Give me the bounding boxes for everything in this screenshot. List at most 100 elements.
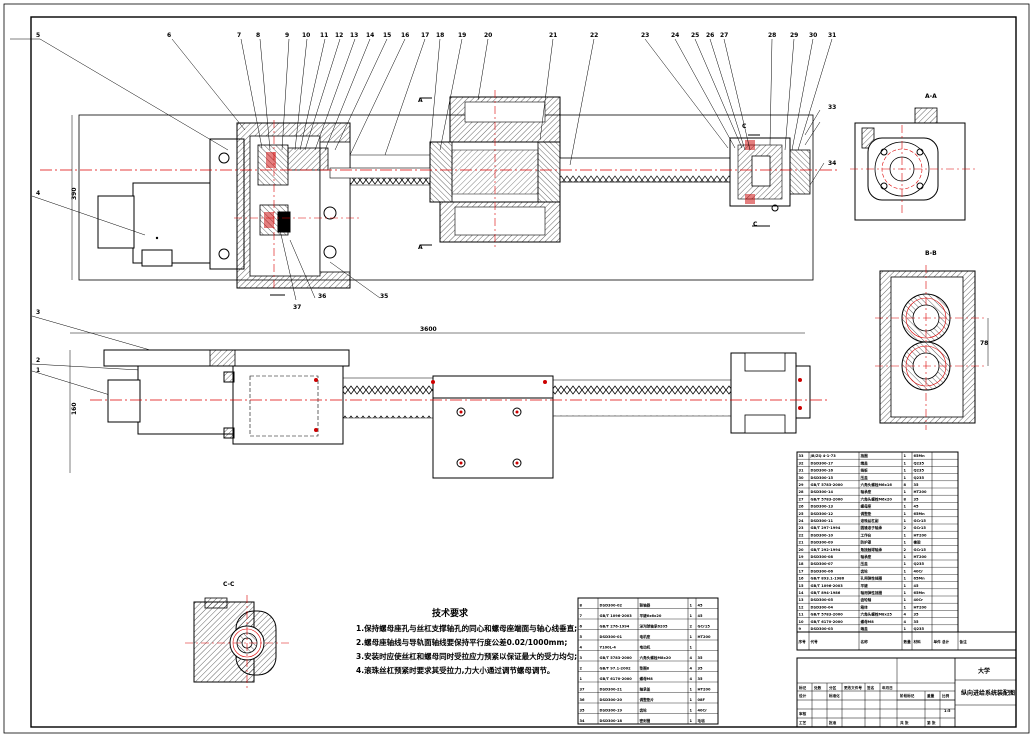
callout-27: 27 [720,32,728,39]
bom-cell: 4 [690,656,693,660]
bom-cell: 1 [904,490,907,494]
bom-cell: 毛毡 [698,718,706,723]
bom-header-cell: 名称 [861,639,869,644]
bom-cell: Q235 [914,562,925,566]
bom-cell: GCr15 [914,526,927,530]
bom-cell: 4 [580,646,583,650]
dim-height-top: 390 [71,187,78,200]
bom-cell: DSD300-07 [811,562,834,566]
bom-header-cell: 数量 [903,639,912,644]
bom-cell: GB/T 894-1986 [811,591,841,595]
bom-cell: 1 [690,709,693,713]
bom-cell: 角接触球轴承 [861,547,883,552]
bom-cell: 齿轮轴 [861,597,872,602]
bom-cell: GB/T 5783-2000 [600,656,633,660]
section-aa-title: A-A [925,93,937,100]
section-mark-c-bottom: C [753,221,758,228]
bom-cell: DSD300-18 [600,719,623,723]
section-cc-title: C-C [223,581,235,588]
bom-cell: DSD300-04 [811,605,834,609]
bom-cell: 23 [799,526,805,530]
callout-13: 13 [350,32,358,39]
bom-cell: 六角头螺栓M8x20 [640,655,672,660]
callout-12: 12 [335,32,343,39]
bom-cell: DSD300-13 [811,505,834,509]
bom-cell: 9 [799,627,802,631]
bom-cell: 平键6x6x20 [640,613,662,618]
callout-6: 6 [167,32,171,39]
bom-cell: JB/ZQ 4-1-73 [810,454,837,458]
bom-cell: 33 [799,454,805,458]
callout-34: 34 [828,160,836,167]
bom-cell: 35 [914,613,920,617]
bom-cell: 深沟球轴承6205 [640,624,668,629]
bom-cell: 45 [914,584,920,588]
bom-cell: 六角头螺栓M6x20 [861,496,893,501]
bom-cell: 24 [799,519,805,523]
bom-cell: DSD300-14 [811,490,834,494]
bom-header-cell: 备注 [959,639,968,644]
section-mark-a-top: A [418,97,423,104]
dim-bb: 78 [980,340,988,347]
callout-24: 24 [671,32,679,39]
bom-cell: 齿轮 [640,708,648,713]
bom-cell: DSD300-10 [811,533,834,537]
callout-5: 5 [36,32,40,39]
bom-cell: HT200 [914,605,927,609]
bom-cell: 端盖 [861,626,869,631]
bom-cell: 35 [698,656,704,660]
bom-cell: 4 [690,667,693,671]
bom-cell: HT200 [698,688,711,692]
bom-cell: DSD300-05 [811,598,834,602]
bom-cell: 1 [904,505,907,509]
callout-numbers: 5 6 7 8 9 10 11 12 13 14 15 16 17 18 19 … [36,32,836,374]
bom-cell: Y100L-4 [599,646,617,650]
bom-cell: 橡胶 [913,540,922,545]
bom-cell: 35 [580,709,586,713]
bom-cell: 7 [580,614,583,618]
bom-cell: 圆锥滚子轴承 [861,525,883,530]
tb-label-stage: 阶段标记 [900,693,915,698]
tech-req-title: 技术要求 [432,607,469,619]
bom-cell: GB/T 1096-2003 [811,584,844,588]
bom-cell: 29 [799,483,805,487]
bom-cell: 35 [698,667,704,671]
tb-label-total-sheets: 共 张 [900,720,909,725]
bom-cell: 34 [580,719,586,723]
bom-cell: 1 [904,476,907,480]
bom-cell: GB/T 5783-2000 [811,613,844,617]
bom-cell: Q235 [914,627,925,631]
bom-cell: 1 [904,512,907,516]
callout-22: 22 [590,32,598,39]
bom-cell: 31 [799,469,805,473]
tb-label-changefile: 更改文件号 [843,685,862,690]
bom-cell: 1 [904,555,907,559]
bom-cell: 调整垫 [861,511,872,516]
bom-cell: 1 [690,604,693,608]
bom-cell: 8 [580,604,583,608]
bom-cell: 调整垫片 [640,697,655,702]
section-mark-c-top: C [742,123,747,130]
motor [97,182,214,267]
bom-cell: HT200 [914,555,927,559]
bom-cell: 1 [904,598,907,602]
bom-cell: GB/T 6170-2000 [811,620,844,624]
bom-cell: 35 [914,620,920,624]
bom-cell: 轴承座 [861,554,872,559]
bom-cell: 1 [904,584,907,588]
section-aa: A-A [850,93,975,221]
bom-cell: 40Cr [914,598,924,602]
bom-cell: 45 [698,614,704,618]
bom-cell: 平键 [861,583,869,588]
bom-cell: 19 [799,555,805,559]
bom-cell: 孔用弹性挡圈 [861,576,883,581]
bom-cell: 45 [698,604,704,608]
bom-cell: GB/T 893.1-1986 [811,577,845,581]
bom-cell: 65Mn [914,577,926,581]
bom-cell: 4 [904,613,907,617]
tech-req-line-4: 4.滚珠丝杠预紧时要求其受拉力,力大小通过调节螺母调节。 [356,665,554,675]
bom-cell: GB/T 1096-2003 [600,614,633,618]
bom-cell: 8 [904,483,907,487]
